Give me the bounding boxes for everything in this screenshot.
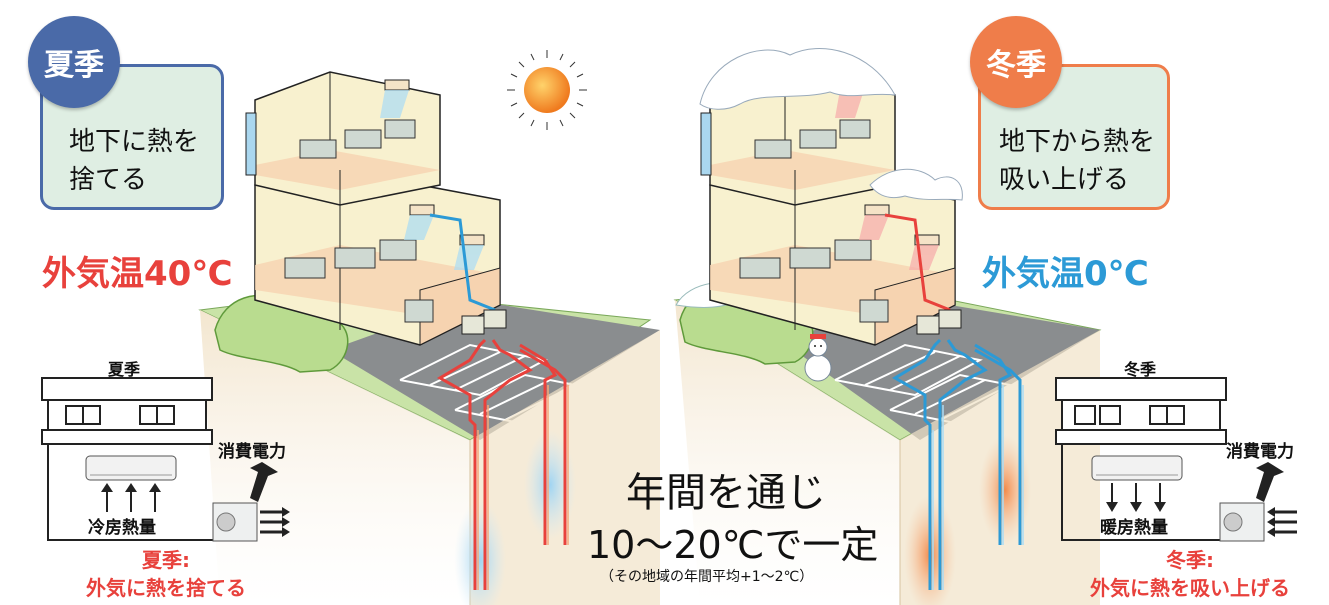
summer-schematic-title: 夏季 bbox=[108, 360, 141, 379]
air-conditioner-icon bbox=[1091, 455, 1183, 481]
summer-pipes bbox=[437, 338, 576, 605]
summer-box-line2: 捨てる bbox=[69, 165, 148, 195]
summer-badge: 夏季 bbox=[28, 16, 120, 108]
summer-caption-line2: 外気に熱を捨てる bbox=[86, 576, 246, 600]
winter-outside-temp: 外気温0℃ bbox=[982, 254, 1149, 294]
winter-badge: 冬季 bbox=[970, 16, 1062, 108]
arrow-icon bbox=[250, 462, 278, 502]
winter-caption: 冬季: 外気に熱を吸い上げる bbox=[1060, 546, 1320, 602]
winter-caption-line1: 冬季: bbox=[1166, 548, 1214, 572]
center-headline: 年間を通じ bbox=[626, 470, 826, 516]
center-note: （その地域の年間平均+1～2℃） bbox=[600, 569, 814, 585]
summer-info-box: 地下に熱を 捨てる bbox=[40, 64, 224, 210]
outdoor-unit-icon bbox=[212, 502, 258, 542]
winter-box-line2: 吸い上げる bbox=[999, 165, 1130, 195]
summer-heat-label: 冷房熱量 bbox=[88, 518, 156, 538]
sun-icon bbox=[507, 50, 587, 130]
center-temperature: 10～20℃で一定 bbox=[587, 523, 879, 567]
summer-schematic bbox=[41, 377, 290, 542]
winter-box-line1: 地下から熱を bbox=[999, 127, 1156, 157]
air-conditioner-icon bbox=[85, 455, 177, 481]
summer-outside-temp: 外気温40℃ bbox=[42, 254, 233, 294]
winter-building bbox=[699, 48, 963, 346]
winter-power-label: 消費電力 bbox=[1226, 442, 1294, 462]
summer-caption-line1: 夏季: bbox=[142, 548, 190, 572]
arrow-icon bbox=[1256, 462, 1284, 502]
winter-pipes bbox=[892, 338, 1031, 605]
outdoor-unit-icon bbox=[1219, 502, 1265, 542]
winter-caption-line2: 外気に熱を吸い上げる bbox=[1090, 576, 1290, 600]
winter-schematic-title: 冬季 bbox=[1124, 360, 1157, 379]
winter-heat-label: 暖房熱量 bbox=[1100, 518, 1168, 538]
summer-building bbox=[245, 71, 507, 346]
summer-caption: 夏季: 外気に熱を捨てる bbox=[56, 546, 276, 602]
summer-box-line1: 地下に熱を bbox=[69, 127, 200, 157]
snowman-icon bbox=[804, 334, 832, 382]
summer-power-label: 消費電力 bbox=[218, 442, 286, 462]
winter-schematic bbox=[1055, 377, 1297, 542]
